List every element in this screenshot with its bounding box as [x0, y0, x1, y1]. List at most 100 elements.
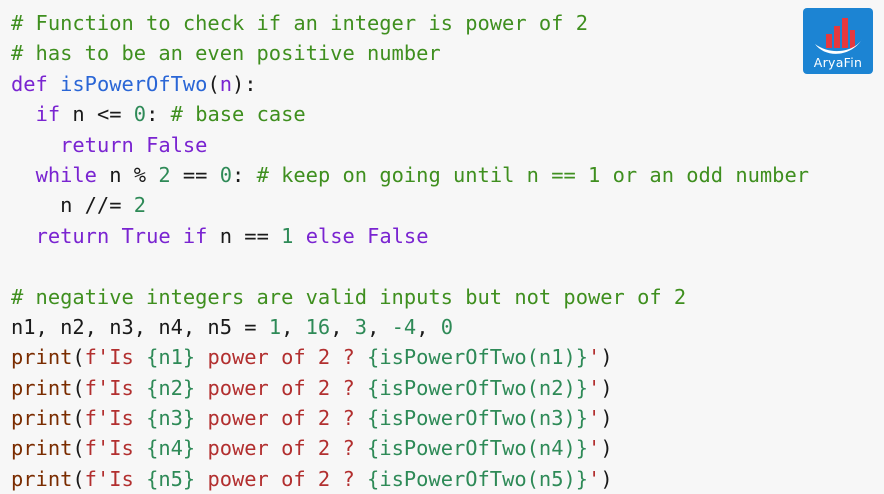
code-line: # negative integers are valid inputs but… [11, 282, 809, 312]
code-token-keyword: True [121, 223, 171, 248]
code-token-comment: # base case [170, 102, 306, 127]
code-token-string: ' [588, 466, 601, 491]
code-token-plain: ( [72, 375, 85, 400]
code-block[interactable]: # Function to check if an integer is pow… [11, 8, 809, 494]
code-token-keyword: return [35, 223, 110, 248]
code-token-func: isPowerOfTwo [60, 71, 208, 96]
code-token-plain [355, 224, 367, 248]
code-token-string: f'Is [84, 345, 147, 370]
code-token-plain: n //= [11, 193, 134, 218]
code-line [11, 251, 809, 281]
code-token-plain: ( [72, 406, 85, 431]
code-token-plain [134, 133, 146, 157]
code-token-plain [11, 102, 36, 126]
code-line: # Function to check if an integer is pow… [11, 8, 809, 38]
code-token-keyword: def [11, 71, 48, 96]
code-line: return True if n == 1 else False [11, 221, 809, 251]
aryafin-logo: AryaFin [803, 8, 873, 74]
code-token-plain: , [281, 314, 306, 339]
code-token-plain: , [330, 314, 355, 339]
code-token-num: 2 [133, 193, 147, 218]
code-token-num: 3 [354, 314, 368, 339]
code-token-keyword: else [305, 223, 355, 248]
code-line: n1, n2, n3, n4, n5 = 1, 16, 3, -4, 0 [11, 312, 809, 342]
code-token-plain: n <= [60, 102, 134, 127]
code-token-interp: {n4} [146, 436, 196, 461]
code-token-string: ' [588, 345, 601, 370]
code-token-string: f'Is [84, 466, 147, 491]
code-token-call: print [11, 466, 73, 491]
code-token-plain: , [367, 314, 392, 339]
code-token-plain [109, 224, 121, 248]
code-token-call: print [11, 345, 73, 370]
code-token-num: -4 [391, 314, 417, 339]
code-token-plain: ) [600, 406, 613, 431]
code-token-plain: : [232, 162, 257, 187]
code-token-num: 16 [305, 314, 331, 339]
code-token-keyword: if [35, 102, 61, 127]
code-token-keyword: False [367, 223, 429, 248]
code-token-call: print [11, 375, 73, 400]
code-token-string: f'Is [84, 436, 147, 461]
code-line: print(f'Is {n5} power of 2 ? {isPowerOfT… [11, 464, 809, 494]
code-token-num: 2 [158, 162, 171, 187]
code-token-num: 0 [440, 314, 454, 339]
code-token-string: ' [588, 406, 601, 431]
code-line: while n % 2 == 0: # keep on going until … [11, 160, 809, 190]
code-token-plain [11, 163, 36, 187]
code-token-comment: # keep on going until n == 1 or an odd n… [256, 162, 810, 187]
code-token-num: 0 [219, 162, 233, 187]
code-token-interp: {isPowerOfTwo(n1)} [367, 345, 589, 370]
code-token-string: power of 2 ? [195, 466, 368, 491]
code-token-interp: {isPowerOfTwo(n3)} [367, 406, 589, 431]
code-token-plain [11, 133, 60, 157]
logo-text: AryaFin [813, 55, 863, 70]
code-token-interp: {n1} [146, 345, 196, 370]
code-token-num: 1 [268, 314, 282, 339]
code-token-keyword: False [146, 132, 208, 157]
code-token-plain: ) [600, 436, 613, 461]
code-token-num: 0 [133, 102, 147, 127]
code-token-plain [48, 72, 60, 96]
code-token-call: print [11, 436, 73, 461]
code-token-keyword: if [182, 223, 208, 248]
logo-bars-icon [815, 18, 863, 54]
code-line: print(f'Is {n3} power of 2 ? {isPowerOfT… [11, 403, 809, 433]
code-line: print(f'Is {n1} power of 2 ? {isPowerOfT… [11, 342, 809, 372]
code-line: def isPowerOfTwo(n): [11, 69, 809, 99]
code-line: n //= 2 [11, 190, 809, 220]
code-token-plain: n % [96, 162, 159, 187]
code-token-string: power of 2 ? [195, 345, 368, 370]
code-token-string: f'Is [84, 375, 147, 400]
code-token-plain: , [416, 314, 441, 339]
code-line: if n <= 0: # base case [11, 99, 809, 129]
code-token-string: ' [588, 375, 601, 400]
code-line: # has to be an even positive number [11, 38, 809, 68]
code-token-comment: # negative integers are valid inputs but… [11, 284, 687, 309]
code-token-string: power of 2 ? [195, 406, 368, 431]
code-token-comment: # Function to check if an integer is pow… [11, 11, 588, 35]
code-token-plain: ): [232, 71, 257, 96]
code-token-plain [11, 224, 36, 248]
code-token-call: print [11, 406, 73, 431]
code-token-comment: # has to be an even positive number [11, 41, 441, 66]
code-token-num: 1 [281, 223, 294, 248]
code-token-string: ' [588, 436, 601, 461]
code-line: return False [11, 130, 809, 160]
code-token-plain: ) [600, 466, 613, 491]
code-token-interp: {isPowerOfTwo(n4)} [367, 436, 589, 461]
code-token-plain: : [146, 102, 171, 127]
code-token-plain: ( [72, 466, 85, 491]
code-token-plain: n1, n2, n3, n4, n5 = [11, 314, 269, 339]
code-token-plain: n == [207, 223, 282, 248]
code-token-plain: ( [72, 345, 85, 370]
code-token-plain: ( [72, 436, 85, 461]
code-token-interp: {n3} [146, 406, 196, 431]
code-token-string: f'Is [84, 406, 147, 431]
code-token-plain: ( [207, 71, 220, 96]
code-token-plain: ) [600, 375, 613, 400]
code-line: print(f'Is {n2} power of 2 ? {isPowerOfT… [11, 373, 809, 403]
code-line: print(f'Is {n4} power of 2 ? {isPowerOfT… [11, 433, 809, 463]
code-token-keyword: while [35, 162, 97, 187]
